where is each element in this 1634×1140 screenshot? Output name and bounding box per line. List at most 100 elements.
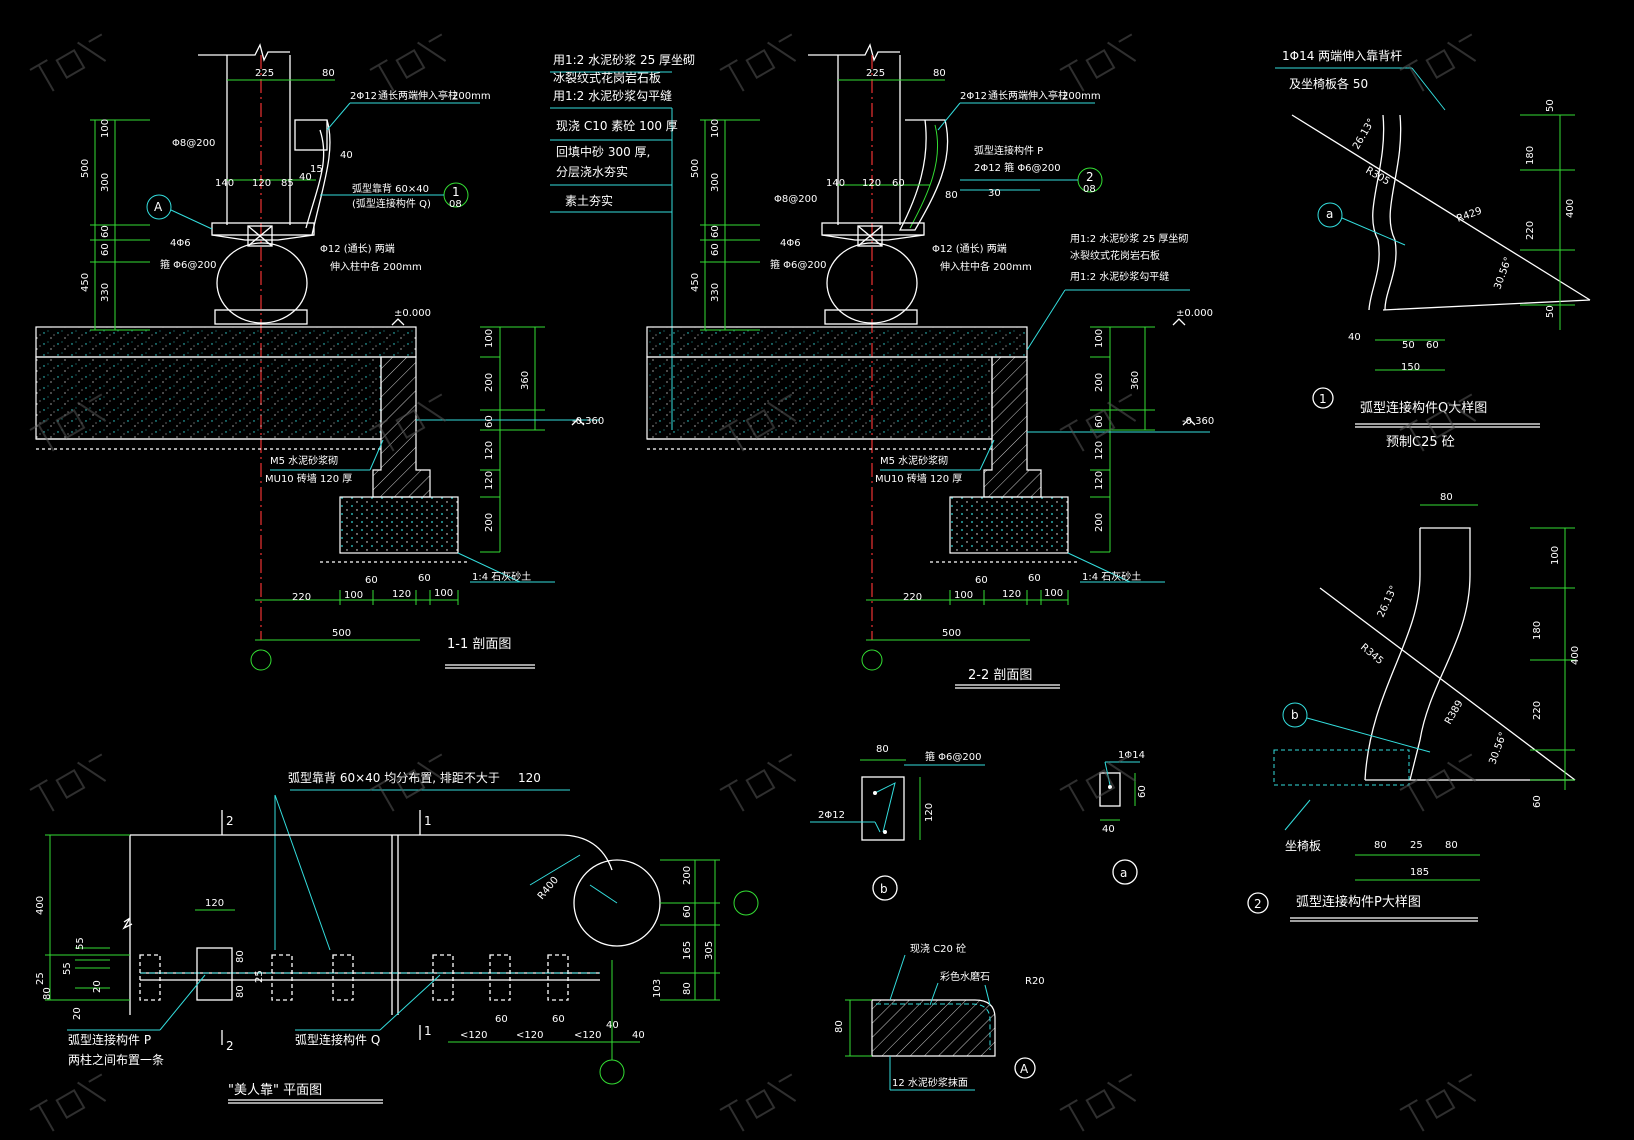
section-1-1: 225 80 2Φ12 通长两端伸入亭柱 200mm 100 500 300 6… [35, 43, 604, 671]
plan-w120: 120 [205, 898, 224, 909]
s11-dim-225: 225 [255, 68, 274, 79]
plan-d200: 200 [682, 866, 693, 885]
s22-d60: 60 [710, 225, 721, 238]
detp-d400: 400 [1570, 646, 1581, 665]
detq-sub: 预制C25 砼 [1386, 435, 1455, 450]
watermark [29, 33, 1477, 1132]
s22-r60: 60 [1094, 415, 1105, 428]
s11-n1: 1 [452, 185, 460, 199]
detq-d180: 180 [1525, 146, 1536, 165]
s11-b120: 120 [392, 589, 411, 600]
detp-num: 2 [1254, 897, 1262, 911]
plan-c60b: 60 [552, 1014, 565, 1025]
s11-elev36: -0.360 [572, 416, 604, 427]
s22-d500: 500 [690, 159, 701, 178]
section-2-2: 225 80 2Φ12 通长两端伸入亭柱 200mm 100 500 300 6… [646, 43, 1214, 689]
s11-d60: 60 [100, 225, 111, 238]
plan-back-120: 120 [518, 771, 541, 785]
s11-rebar-note: 通长两端伸入亭柱 [378, 89, 458, 102]
s22-d450: 450 [690, 273, 701, 292]
plan-c120b: <120 [516, 1030, 543, 1041]
s22-n08: 08 [1083, 184, 1096, 195]
s11-d450: 450 [80, 273, 91, 292]
s11-r40: 40 [340, 150, 353, 161]
plan-d305: 305 [704, 941, 715, 960]
detq-title: 弧型连接构件Q大样图 [1360, 400, 1487, 416]
detp-a1: 26.13° [1376, 584, 1400, 619]
s22-n2: 2 [1086, 170, 1094, 184]
plan-d25b: 25 [254, 970, 265, 983]
s22-b100a: 100 [954, 590, 973, 601]
s11-b100a: 100 [344, 590, 363, 601]
s11-d500: 500 [80, 159, 91, 178]
plan-lq: 弧型连接构件 Q [295, 1032, 380, 1047]
section-b: 80 箍 Φ6@200 2Φ12 120 b [810, 744, 985, 901]
s22-r360: 360 [1130, 371, 1141, 390]
s22-hoop: 箍 Φ6@200 [770, 258, 827, 271]
detq-d50c: 50 [1402, 340, 1415, 351]
s11-m5: M5 水泥砂浆砌 [270, 454, 338, 467]
s11-soil: 1:4 石灰砂土 [472, 570, 531, 583]
plan-c120a: <120 [460, 1030, 487, 1041]
s22-stirrup: Φ8@200 [774, 194, 817, 205]
plan-d80b: 80 [235, 950, 246, 963]
s22-mu10: MU10 砖墙 120 厚 [875, 472, 962, 485]
notes-block: 用1:2 水泥砂浆 25 厚坐砌 冰裂纹式花岗岩石板 用1:2 水泥砂浆勾平缝 … [550, 52, 695, 430]
plan-lp: 弧型连接构件 P [68, 1032, 151, 1047]
s22-b220: 220 [903, 592, 922, 603]
s11-b60a: 60 [365, 575, 378, 586]
s22-d330: 330 [710, 283, 721, 302]
plan-d80r: 80 [682, 982, 693, 995]
s11-d100: 100 [100, 119, 111, 138]
s22-note2: 冰裂纹式花岗岩石板 [1070, 249, 1160, 262]
note-l5: 回填中砂 300 厚, [556, 144, 650, 159]
s11-r200b: 200 [484, 513, 495, 532]
s11-len200: 200mm [452, 91, 491, 102]
s11-r15: 15 [310, 164, 323, 175]
s22-title: 2-2 剖面图 [968, 668, 1032, 683]
s11-mark-a: A [154, 200, 163, 214]
detq-num: 1 [1319, 392, 1327, 406]
plan-d55b: 55 [62, 962, 73, 975]
s11-w85: 85 [281, 178, 294, 189]
note-l4: 现浇 C10 素砼 100 厚 [556, 119, 678, 133]
s11-b100b: 100 [434, 588, 453, 599]
plan-d20: 20 [92, 980, 103, 993]
detq-d150: 150 [1401, 362, 1420, 373]
detp-d185: 185 [1410, 867, 1429, 878]
s22-w60: 60 [892, 178, 905, 189]
deta-mark: A [1020, 1062, 1029, 1076]
s11-r360: 360 [520, 371, 531, 390]
s11-back2: (弧型连接构件 Q) [352, 197, 431, 210]
deta-d80: 80 [834, 1020, 845, 1033]
plan-d80: 80 [42, 987, 53, 1000]
s11-d60b: 60 [100, 243, 111, 256]
s22-note3: 用1:2 水泥砂浆勾平缝 [1070, 270, 1169, 283]
s22-b500: 500 [942, 628, 961, 639]
s22-rebar2b: 伸入柱中各 200mm [940, 260, 1032, 273]
s22-b60b: 60 [1028, 573, 1041, 584]
s22-w120: 120 [862, 178, 881, 189]
s22-note1: 用1:2 水泥砂浆 25 厚坐砌 [1070, 232, 1188, 245]
detp-d80a: 80 [1374, 840, 1387, 851]
s22-m5: M5 水泥砂浆砌 [880, 454, 948, 467]
s11-stirrup: Φ8@200 [172, 138, 215, 149]
s22-d30: 30 [988, 188, 1001, 199]
note-l6: 分层浇水夯实 [556, 164, 628, 179]
secb-mark: b [880, 882, 888, 896]
detq-l1: 1Φ14 两端伸入靠背杆 [1282, 49, 1402, 63]
secb-hoop: 箍 Φ6@200 [925, 750, 982, 763]
s11-b220: 220 [292, 592, 311, 603]
s22-w140: 140 [826, 178, 845, 189]
detp-title: 弧型连接构件P大样图 [1296, 894, 1421, 910]
detail-p: 80 100 180 220 60 400 26.13° R345 R389 3… [1247, 492, 1581, 922]
plan-c40: 40 [606, 1020, 619, 1031]
detp-d220: 220 [1532, 701, 1543, 720]
s11-rebar2b: 伸入柱中各 200mm [330, 260, 422, 273]
detail-q: 1Φ14 两端伸入靠背杆 及坐椅板各 50 26.13° R305 R429 3… [1275, 49, 1591, 450]
detp-d60: 60 [1532, 795, 1543, 808]
detp-seat: 坐椅板 [1285, 839, 1321, 853]
detp-a2: 30.56° [1487, 731, 1509, 766]
s11-n08: 08 [449, 199, 462, 210]
s22-r200b: 200 [1094, 513, 1105, 532]
